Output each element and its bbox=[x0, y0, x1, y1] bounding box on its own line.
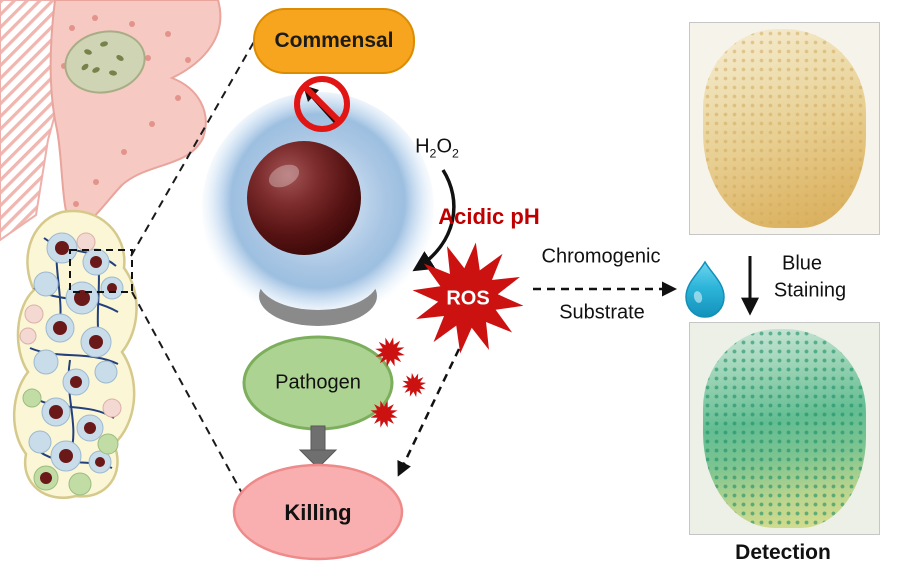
oral-tissue-illustration bbox=[0, 0, 222, 499]
h2o2-label: H2O2 bbox=[415, 136, 459, 161]
droplet-icon bbox=[685, 260, 725, 318]
unstained-specimen bbox=[703, 29, 866, 228]
microbe-clusters bbox=[19, 232, 124, 496]
photo-blue-stained-sample bbox=[689, 322, 880, 535]
substrate-label: Substrate bbox=[559, 301, 645, 324]
detection-label: Detection bbox=[735, 541, 831, 564]
no-entry-icon bbox=[294, 76, 350, 132]
chromogenic-label: Chromogenic bbox=[541, 245, 661, 268]
h2o2-o: O bbox=[436, 135, 453, 158]
zoom-region-box bbox=[69, 249, 133, 293]
zoom-dashed-lines bbox=[130, 39, 256, 507]
pathogen-label: Pathogen bbox=[275, 371, 361, 394]
bacterium-highlight bbox=[268, 164, 300, 188]
staining-label: Staining bbox=[773, 279, 847, 302]
h2o2-curved-arrow bbox=[412, 169, 456, 272]
commensal-node: Commensal bbox=[253, 8, 415, 74]
gray-block-arrow-icon bbox=[298, 425, 338, 469]
acidic-ph-label: Acidic pH bbox=[438, 204, 540, 229]
gum-tissue-shape bbox=[49, 0, 222, 230]
tooth-flecks bbox=[81, 41, 124, 76]
ros-to-killing-arrow bbox=[397, 348, 461, 477]
photo-unstained-sample bbox=[689, 22, 880, 235]
stained-specimen bbox=[703, 329, 866, 528]
killing-node bbox=[232, 463, 404, 561]
ros-label: ROS bbox=[446, 287, 490, 310]
commensal-label: Commensal bbox=[274, 29, 394, 52]
bacterium-sphere bbox=[247, 141, 361, 255]
tooth-cross-section bbox=[64, 30, 146, 94]
killing-label: Killing bbox=[284, 500, 352, 525]
gray-crescent bbox=[259, 266, 377, 326]
h2o2-sub1: 2 bbox=[429, 146, 437, 161]
hatched-tissue-region bbox=[0, 0, 122, 242]
pathogen-cocci bbox=[40, 241, 117, 484]
h2o2-sub2: 2 bbox=[452, 146, 459, 161]
blue-label: Blue bbox=[781, 252, 823, 275]
h2o2-h: H bbox=[415, 135, 430, 158]
tissue-dots bbox=[61, 15, 191, 207]
